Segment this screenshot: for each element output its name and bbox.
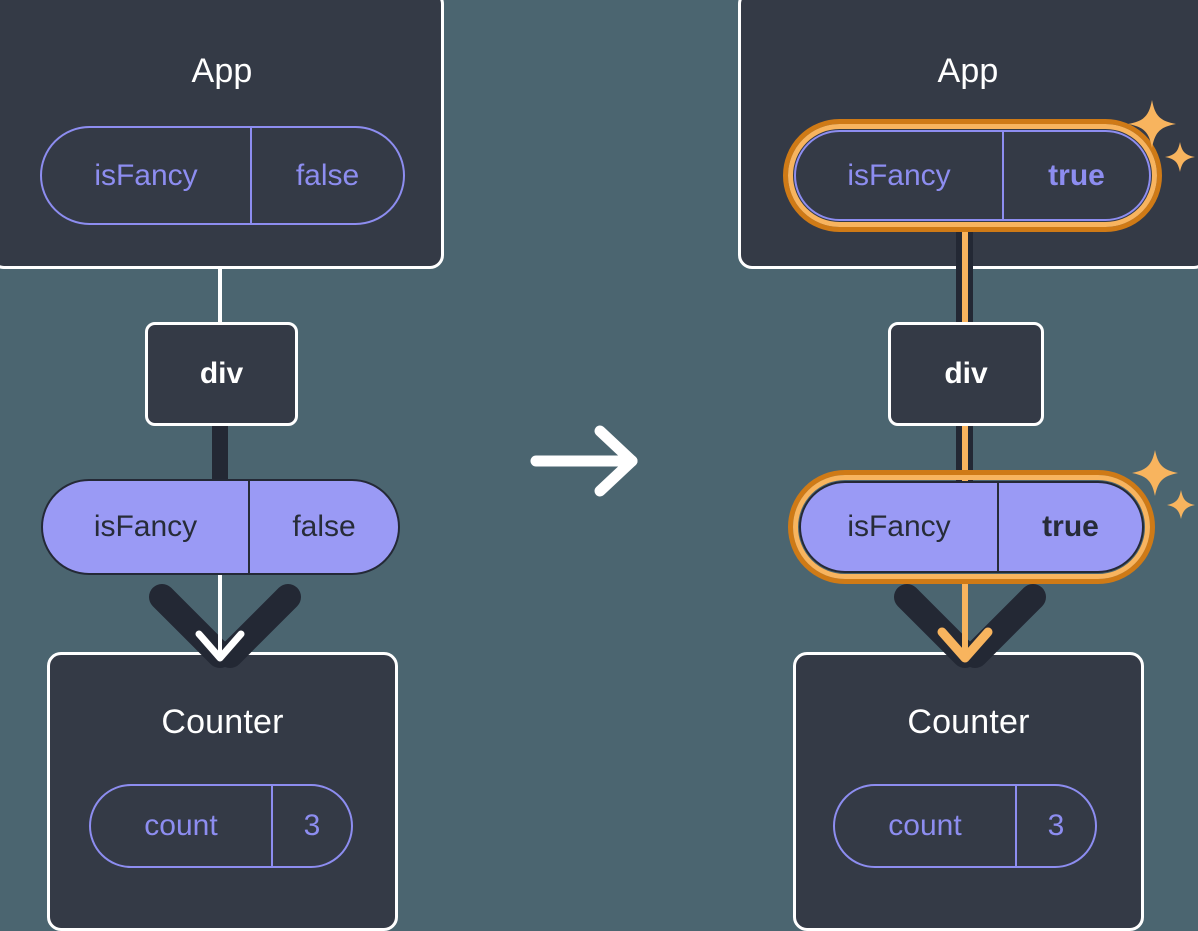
prop-flow-arrowhead-amber-after bbox=[937, 627, 993, 663]
counter-state-pill-before: count 3 bbox=[89, 784, 353, 868]
prop-value-before: false bbox=[248, 481, 398, 573]
counter-state-key-after: count bbox=[888, 809, 962, 842]
prop-flow-arrowhead-white-before bbox=[195, 630, 245, 662]
sparkles-icon-prop-after bbox=[1132, 450, 1195, 519]
app-state-pill-after: isFancy true bbox=[794, 130, 1151, 221]
connector-div-to-prop-right bbox=[962, 424, 968, 494]
app-state-pill-before: isFancy false bbox=[40, 126, 405, 225]
app-state-value-after: true bbox=[1002, 132, 1149, 219]
connector-prop-to-counter-left bbox=[218, 575, 222, 660]
app-state-key-before: isFancy bbox=[94, 158, 198, 192]
counter-state-value-before: 3 bbox=[271, 786, 351, 866]
connector-div-to-prop-left-shadow bbox=[212, 424, 228, 494]
dom-node-div-after: div bbox=[888, 322, 1044, 426]
prop-pill-after: isFancy true bbox=[799, 481, 1144, 573]
counter-state-value-after: 3 bbox=[1015, 786, 1095, 866]
prop-key-before: isFancy bbox=[93, 510, 198, 543]
dom-node-div-before-label: div bbox=[199, 357, 244, 390]
panel-app-before-title: App bbox=[191, 52, 253, 90]
connector-prop-to-counter-right bbox=[962, 575, 968, 660]
connector-app-to-div-left bbox=[218, 268, 222, 326]
counter-state-key-before: count bbox=[144, 809, 218, 842]
panel-counter-before-title: Counter bbox=[161, 703, 284, 741]
panel-counter-after-title: Counter bbox=[907, 703, 1030, 741]
sparkles-icon-app-after bbox=[1128, 100, 1195, 172]
dom-node-div-after-label: div bbox=[944, 357, 988, 390]
panel-app-after-title: App bbox=[937, 52, 999, 90]
prop-pill-before: isFancy false bbox=[41, 479, 400, 575]
prop-value-after: true bbox=[997, 483, 1142, 571]
prop-key-after: isFancy bbox=[847, 510, 951, 543]
connector-app-to-div-right bbox=[962, 228, 968, 326]
dom-node-div-before: div bbox=[145, 322, 298, 426]
app-state-key-after: isFancy bbox=[847, 158, 951, 192]
transition-right-arrow-icon bbox=[530, 425, 638, 497]
counter-state-pill-after: count 3 bbox=[833, 784, 1097, 868]
app-state-value-before: false bbox=[250, 128, 403, 223]
